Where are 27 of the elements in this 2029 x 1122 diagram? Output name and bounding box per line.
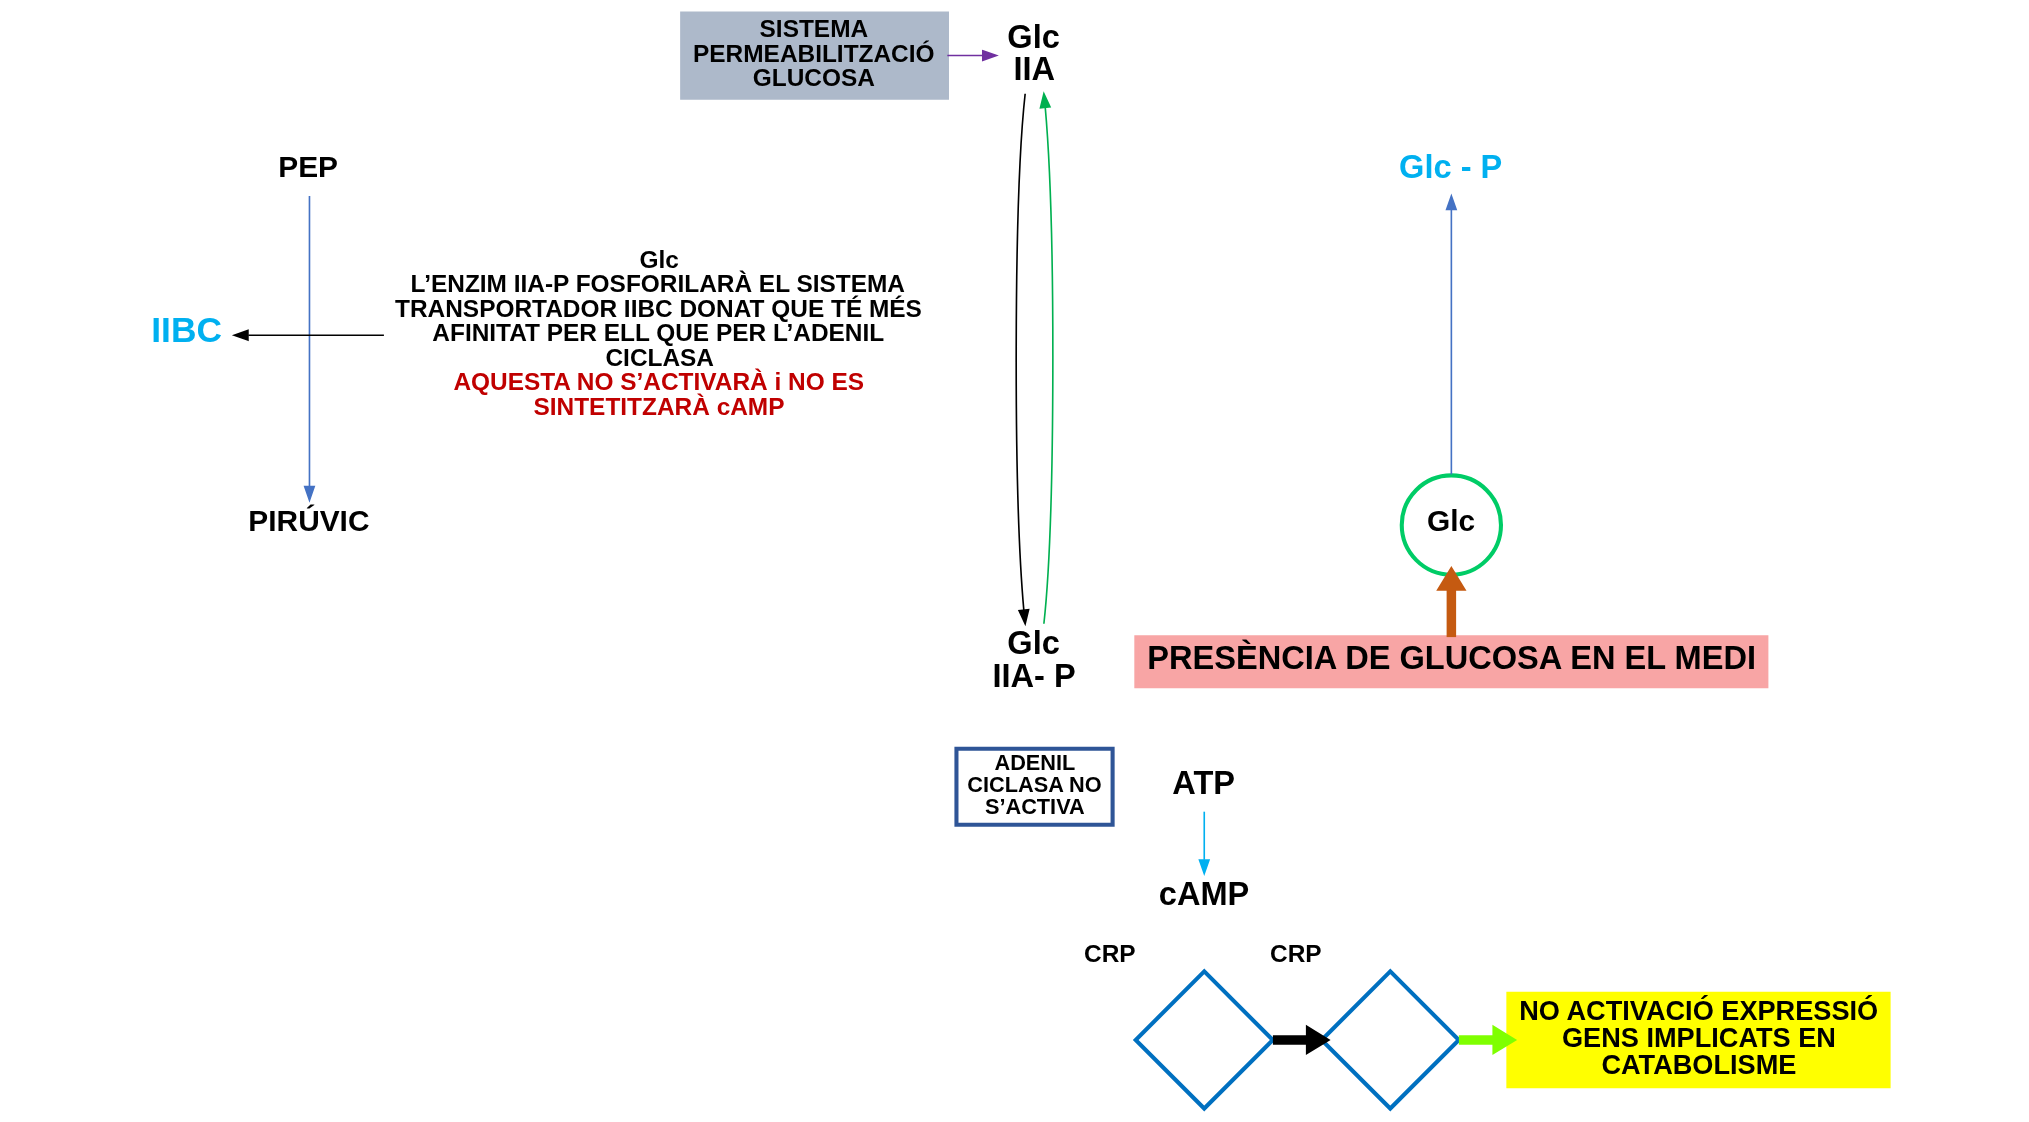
node-text: PEP <box>278 150 338 184</box>
node-text: Glc L’ENZIM IIA-P FOSFORILARÀ EL SISTEMA TRANSPORTADOR IIBC DONAT QUE TÉ MÉS AFINITAT PER ELL QUE PER L’ADENIL CICLASA AQUESTA NO S’ACTIVARÀ i NO ES SINTETITZARÀ cAMP <box>395 245 922 420</box>
node-box: PRESÈNCIA DE GLUCOSA EN EL MEDI <box>1134 635 1769 689</box>
node-box: NO ACTIVACIÓ EXPRESSIÓ GENS IMPLICATS EN CATABOLISME <box>1506 991 1891 1089</box>
node-diamond <box>1132 968 1276 1112</box>
node-text: PIRÚVIC <box>248 504 370 538</box>
node-label: CRP <box>1270 940 1322 968</box>
arrow <box>303 195 316 503</box>
arrow <box>1445 193 1458 476</box>
node-text: IIBC <box>151 310 222 350</box>
node-text: Glc IIA- P <box>992 624 1076 694</box>
node-text: cAMP <box>1158 876 1250 913</box>
node-text: Glc IIA <box>1007 18 1060 88</box>
arrow <box>231 329 385 342</box>
node-text: Glc - P <box>1399 149 1503 186</box>
node-circle: Glc <box>1399 473 1503 577</box>
arrow <box>1039 91 1054 625</box>
arrow <box>1272 1024 1331 1056</box>
node-label: CRP <box>1084 940 1136 968</box>
arrow <box>1198 810 1211 877</box>
arrow <box>946 49 999 62</box>
node-box: SISTEMA PERMEABILITZACIÓ GLUCOSA <box>680 11 949 100</box>
arrow <box>1015 92 1030 627</box>
arrow <box>1436 566 1467 638</box>
node-text: ATP <box>1172 764 1236 801</box>
node-box: ADENIL CICLASA NO S’ACTIVA <box>954 746 1115 827</box>
arrow <box>1458 1024 1518 1056</box>
